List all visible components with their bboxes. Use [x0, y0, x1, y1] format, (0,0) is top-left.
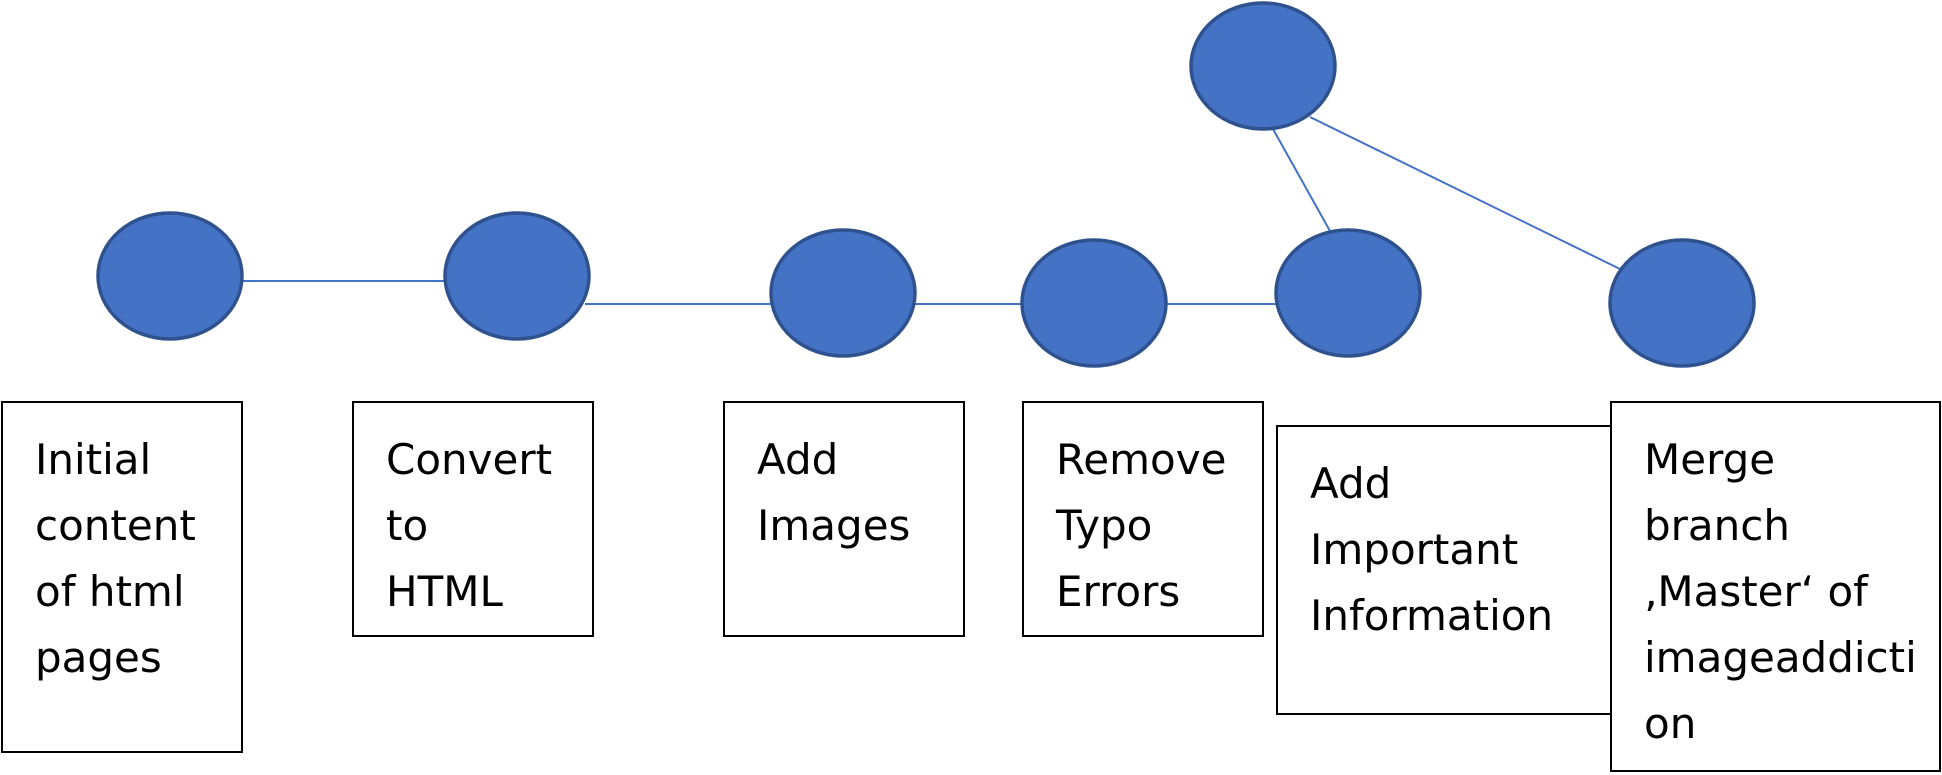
commit-node-n1: [96, 211, 244, 341]
label-text-initial-content: Initial content of html pages: [35, 435, 196, 682]
label-text-add-important-information: Add Important Information: [1310, 459, 1554, 640]
label-box-initial-content: Initial content of html pages: [1, 401, 243, 753]
label-text-convert-to-html: Convert to HTML: [386, 435, 553, 616]
label-box-remove-typo-errors: Remove Typo Errors: [1022, 401, 1264, 637]
commit-node-n6: [1608, 238, 1756, 368]
commit-node-n3: [769, 228, 917, 358]
label-text-remove-typo-errors: Remove Typo Errors: [1056, 435, 1227, 616]
commit-node-branch: [1189, 1, 1337, 131]
label-box-add-images: Add Images: [723, 401, 965, 637]
label-text-add-images: Add Images: [757, 435, 911, 550]
commit-node-n5: [1274, 228, 1422, 358]
commit-node-n2: [443, 211, 591, 341]
label-text-merge-branch: Merge branch ‚Master‘ of imageaddicti on: [1644, 435, 1917, 748]
label-box-convert-to-html: Convert to HTML: [352, 401, 594, 637]
edge-branch-n6: [1309, 116, 1623, 271]
label-box-merge-branch: Merge branch ‚Master‘ of imageaddicti on: [1610, 401, 1941, 772]
edges-layer: [242, 116, 1623, 305]
commit-node-n4: [1020, 238, 1168, 368]
nodes-layer: [96, 1, 1756, 368]
label-box-add-important-information: Add Important Information: [1276, 425, 1612, 715]
edge-branch-n5: [1272, 128, 1331, 232]
